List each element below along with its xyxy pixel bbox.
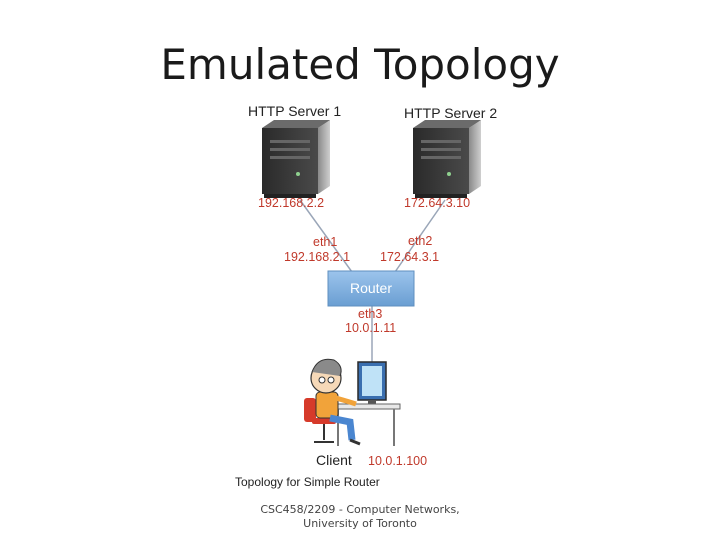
server2-icon — [413, 120, 481, 198]
eth1-label: eth1 — [313, 235, 337, 249]
eth1-ip: 192.168.2.1 — [284, 250, 350, 264]
client-label: Client — [316, 452, 352, 468]
server1-ip: 192.168.2.2 — [258, 196, 324, 210]
server1-label: HTTP Server 1 — [248, 103, 341, 119]
diagram-caption: Topology for Simple Router — [235, 475, 380, 489]
eth2-ip: 172.64.3.1 — [380, 250, 439, 264]
link-server1-router — [299, 199, 353, 273]
client-ip: 10.0.1.100 — [368, 454, 427, 468]
eth2-label: eth2 — [408, 234, 432, 248]
client-illustration — [304, 358, 401, 446]
footer-line-2: University of Toronto — [303, 517, 417, 530]
server2-label: HTTP Server 2 — [404, 105, 497, 121]
link-server2-router — [394, 199, 446, 273]
router-label: Router — [350, 280, 392, 296]
slide-footer: CSC458/2209 - Computer Networks, Univers… — [0, 503, 720, 531]
slide-title: Emulated Topology — [160, 40, 560, 89]
server2-ip: 172.64.3.10 — [404, 196, 470, 210]
server1-icon — [262, 120, 330, 198]
eth3-ip: 10.0.1.11 — [345, 321, 396, 335]
router-box — [327, 270, 415, 307]
eth3-label: eth3 — [358, 307, 382, 321]
footer-line-1: CSC458/2209 - Computer Networks, — [260, 503, 460, 516]
